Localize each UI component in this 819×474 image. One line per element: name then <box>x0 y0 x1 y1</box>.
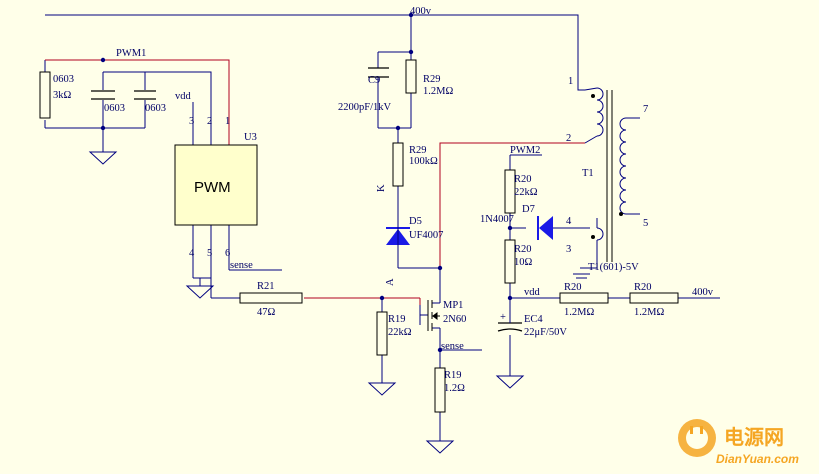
r21-value-label: 47Ω <box>257 307 276 318</box>
t1-pin4-label: 4 <box>566 216 572 227</box>
capacitor-0603-b-label: 0603 <box>145 103 166 114</box>
t1-pin1-label: 1 <box>568 76 573 87</box>
resistor-r29-b <box>392 142 404 187</box>
pin-label-2: 2 <box>207 116 212 127</box>
resistor-r20-c <box>559 292 609 304</box>
c9-ref-label: C9 <box>368 75 380 86</box>
r29a-value-label: 1.2MΩ <box>423 86 453 97</box>
resistor-r20-b <box>504 239 516 284</box>
watermark-brand: 电源网 <box>724 426 784 449</box>
ec4-ref-label: EC4 <box>524 314 543 325</box>
resistor-r20-a <box>504 169 516 214</box>
net-label-400v-top: 400v <box>410 6 432 17</box>
net-label-sense-fet: sense <box>441 341 464 352</box>
net-label-sense-ic: sense <box>230 260 253 271</box>
r29b-ref-label: R29 <box>409 145 427 156</box>
capacitor-0603-a-label: 0603 <box>104 103 125 114</box>
ic-ref-label: U3 <box>244 132 257 143</box>
r20c-value-label: 1.2MΩ <box>564 307 594 318</box>
resistor-r20-d <box>629 292 679 304</box>
d7-ref-label: D7 <box>522 204 535 215</box>
r20b-ref-label: R20 <box>514 244 532 255</box>
capacitor-c9 <box>368 67 389 78</box>
capacitor-ec4 <box>497 312 523 332</box>
pin-label-3: 3 <box>189 116 194 127</box>
ec4-plus-label: + <box>500 312 506 323</box>
watermark: 电源网 DianYuan.com <box>678 419 799 466</box>
r20a-value-label: 22kΩ <box>514 187 538 198</box>
r20d-value-label: 1.2MΩ <box>634 307 664 318</box>
anode-label: A <box>385 278 396 286</box>
d5-value-label: UF4007 <box>409 230 443 241</box>
resistor-0603-label: 0603 <box>53 74 74 85</box>
ic-name-label: PWM <box>194 179 231 196</box>
r19b-value-label: 1.2Ω <box>444 383 465 394</box>
mp1-ref-label: MP1 <box>443 300 463 311</box>
r20d-ref-label: R20 <box>634 282 652 293</box>
c9-value-label: 2200pF/1kV <box>338 102 392 113</box>
r20b-value-label: 10Ω <box>514 257 533 268</box>
ground-symbol <box>186 277 214 299</box>
net-label-pwm1: PWM1 <box>116 48 146 59</box>
resistor-r19-b <box>434 367 446 413</box>
mp1-value-label: 2N60 <box>443 314 466 325</box>
junction-dots <box>100 12 513 353</box>
r20c-ref-label: R20 <box>564 282 582 293</box>
r19b-ref-label: R19 <box>444 370 462 381</box>
t1-pin3-label: 3 <box>566 244 571 255</box>
ec4-value-label: 22μF/50V <box>524 327 567 338</box>
t1-pin5-label: 5 <box>643 218 648 229</box>
r29b-value-label: 100kΩ <box>409 156 438 167</box>
ground-symbol <box>368 374 396 396</box>
watermark-site: DianYuan.com <box>716 452 799 466</box>
r19a-ref-label: R19 <box>388 314 406 325</box>
resistor-0603 <box>39 71 51 119</box>
t1-value-label: T1(601)-5V <box>588 262 639 273</box>
r29a-ref-label: R29 <box>423 74 441 85</box>
pin-label-5: 5 <box>207 248 212 259</box>
ground-symbol <box>496 367 524 389</box>
pin-label-4: 4 <box>189 248 195 259</box>
r19a-value-label: 22kΩ <box>388 327 412 338</box>
mosfet-mp1 <box>427 300 440 331</box>
diode-d7 <box>537 216 553 240</box>
r21-ref-label: R21 <box>257 281 275 292</box>
net-label-vdd: vdd <box>524 287 541 298</box>
net-label-vdd-ic: vdd <box>175 91 192 102</box>
ground-symbol <box>89 143 117 165</box>
wires <box>44 14 720 433</box>
capacitor-0603-b <box>134 90 156 100</box>
cathode-label: K <box>376 184 387 192</box>
d5-ref-label: D5 <box>409 216 422 227</box>
diode-d5 <box>386 218 410 247</box>
t1-pin7-label: 7 <box>643 104 648 115</box>
pwm-ic <box>174 144 258 226</box>
pin-label-1: 1 <box>225 116 230 127</box>
resistor-r19-a <box>376 311 388 356</box>
net-label-pwm2: PWM2 <box>510 145 540 156</box>
ground-symbol <box>426 432 454 454</box>
resistor-0603-value: 3kΩ <box>53 90 72 101</box>
r20a-ref-label: R20 <box>514 174 532 185</box>
net-label-400v-right: 400v <box>692 287 714 298</box>
t1-ref-label: T1 <box>582 168 594 179</box>
resistor-r29-a <box>405 59 417 94</box>
t1-pin2-label: 2 <box>566 133 571 144</box>
plug-icon <box>678 419 716 457</box>
net-wires <box>45 59 585 305</box>
capacitor-0603-a <box>91 90 115 100</box>
pin-label-6: 6 <box>225 248 230 259</box>
transformer-t1 <box>584 87 640 262</box>
d7-value-label: 1N4007 <box>480 214 514 225</box>
resistor-r21 <box>239 292 303 304</box>
